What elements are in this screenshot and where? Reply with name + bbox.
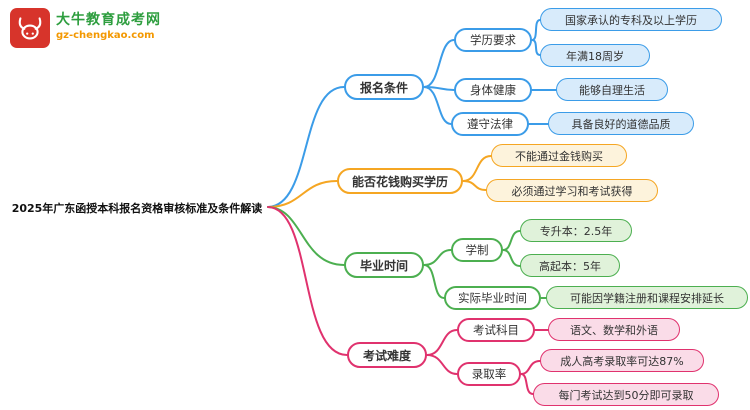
leaf-50-points-admit: 每门考试达到50分即可录取 bbox=[533, 383, 719, 406]
bull-logo-icon bbox=[10, 8, 50, 48]
node-obey-law: 遵守法律 bbox=[451, 112, 529, 136]
node-academic-system: 学制 bbox=[451, 238, 503, 262]
node-graduation-time: 毕业时间 bbox=[344, 252, 424, 278]
leaf-study-and-exam: 必须通过学习和考试获得 bbox=[486, 179, 658, 202]
site-url: gz-chengkao.com bbox=[56, 30, 155, 41]
node-education-requirement: 学历要求 bbox=[454, 28, 532, 52]
site-logo: 大牛教育成考网 gz-chengkao.com bbox=[10, 8, 161, 48]
mindmap-root-title: 2025年广东函授本科报名资格审核标准及条件解读 bbox=[11, 202, 263, 215]
leaf-subject-list: 语文、数学和外语 bbox=[548, 318, 680, 341]
node-good-health: 身体健康 bbox=[454, 78, 532, 102]
site-name: 大牛教育成考网 bbox=[56, 12, 161, 28]
leaf-recognized-diploma: 国家承认的专科及以上学历 bbox=[540, 8, 722, 31]
branch4-connectors bbox=[267, 206, 549, 395]
node-registration-conditions: 报名条件 bbox=[344, 74, 424, 100]
node-actual-graduation: 实际毕业时间 bbox=[444, 286, 541, 310]
leaf-self-care: 能够自理生活 bbox=[556, 78, 668, 101]
logo-text: 大牛教育成考网 gz-chengkao.com bbox=[56, 8, 161, 43]
branch2-connectors bbox=[267, 155, 492, 208]
node-buy-degree-question: 能否花钱购买学历 bbox=[337, 168, 463, 194]
leaf-highstart-5-years: 高起本：5年 bbox=[520, 254, 620, 277]
leaf-upgrade-2-5-years: 专升本：2.5年 bbox=[520, 219, 632, 242]
node-exam-subjects: 考试科目 bbox=[457, 318, 535, 342]
node-admission-rate: 录取率 bbox=[457, 362, 521, 386]
branch1-connectors bbox=[267, 19, 557, 208]
leaf-cannot-buy: 不能通过金钱购买 bbox=[491, 144, 627, 167]
leaf-moral-character: 具备良好的道德品质 bbox=[548, 112, 694, 135]
leaf-age-18: 年满18周岁 bbox=[540, 44, 650, 67]
leaf-rate-87-percent: 成人高考录取率可达87% bbox=[540, 349, 704, 372]
node-exam-difficulty: 考试难度 bbox=[347, 342, 427, 368]
leaf-possible-delay: 可能因学籍注册和课程安排延长 bbox=[546, 286, 748, 309]
